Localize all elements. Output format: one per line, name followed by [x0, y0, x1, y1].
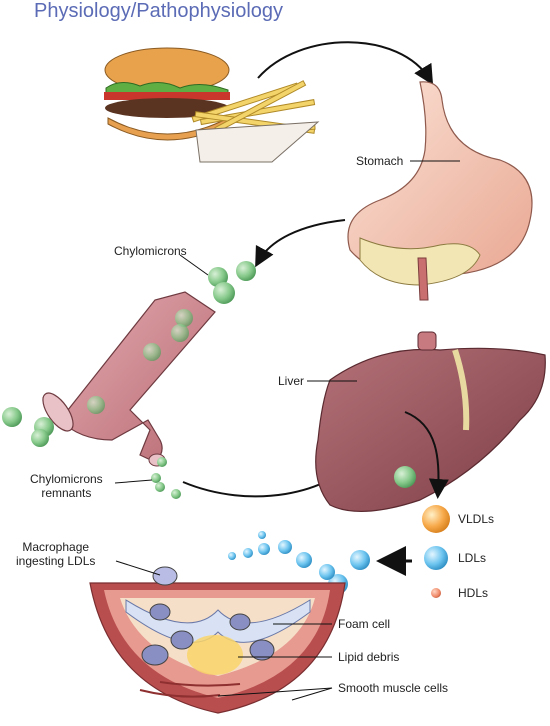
chylomicron-particles — [2, 261, 256, 447]
arrow-food-to-stomach — [257, 41, 434, 86]
chylomicron-remnants-label-line1: Chylomicrons — [30, 472, 103, 486]
stomach-label: Stomach — [356, 154, 404, 168]
stomach-illustration — [347, 81, 533, 301]
burger-illustration — [104, 47, 230, 141]
remnants-leader-line — [114, 479, 153, 484]
macrophage-leader-line — [115, 560, 161, 576]
chylomicrons-label: Chylomicrons — [114, 244, 187, 258]
fries-illustration — [191, 80, 320, 163]
legend-label-ldl: LDLs — [458, 551, 487, 565]
legend-label-hdl: HDLs — [458, 586, 489, 600]
smooth-muscle-label: Smooth muscle cells — [338, 681, 449, 695]
macrophage-label: Macrophage ingesting LDLs — [16, 540, 95, 568]
hdl-particle — [431, 588, 441, 598]
chylomicron-remnant-particles — [151, 457, 181, 499]
liver-label: Liver — [278, 374, 305, 388]
arrow-stomach-to-chylomicrons — [255, 219, 346, 268]
legend-label-vldl: VLDLs — [458, 512, 495, 526]
liver-illustration — [315, 331, 546, 512]
macrophage-label-line1: Macrophage — [22, 540, 90, 554]
page-title: Physiology/Pathophysiology — [34, 0, 284, 22]
smooth-muscle-leader-line-2 — [291, 687, 333, 701]
ldl-particle — [424, 546, 448, 570]
chylomicrons-leader-line — [179, 254, 209, 276]
vldl-particle — [422, 505, 450, 533]
macrophage-label-line2: ingesting LDLs — [16, 554, 96, 568]
lipid-debris-label: Lipid debris — [338, 650, 400, 664]
foam-cell-label: Foam cell — [338, 617, 391, 631]
chylomicron-remnants-label: Chylomicrons remnants — [30, 472, 103, 500]
artery-cross-section — [89, 566, 346, 714]
chylomicron-remnants-label-line2: remnants — [41, 486, 92, 500]
arrow-liver-to-lipoproteins — [404, 411, 449, 499]
smooth-muscle-leader-line — [217, 687, 333, 697]
